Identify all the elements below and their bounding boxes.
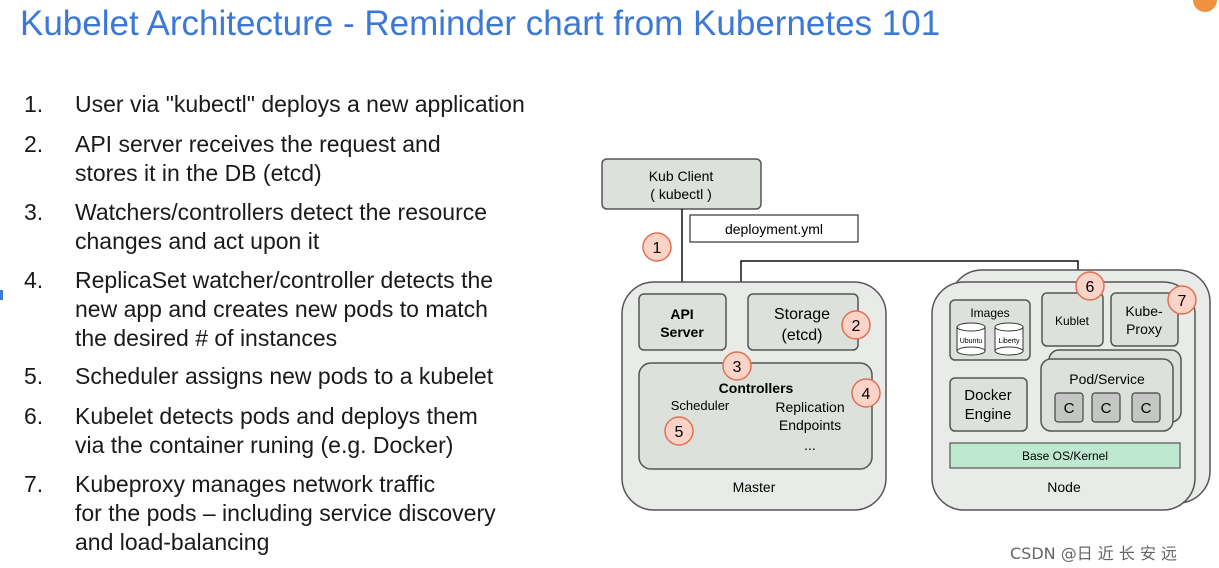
node-label: Node: [1047, 479, 1081, 495]
badge-label: 3: [733, 359, 742, 376]
kube-proxy-box: [1110, 292, 1179, 347]
step-text: for the pods – including service discove…: [75, 500, 496, 526]
node-panel: Images Ubuntu Liberty Kublet Kube- Proxy…: [931, 269, 1211, 511]
badge-label: 2: [852, 318, 861, 335]
watermark: CSDN @日 近 长 安 远: [1010, 544, 1178, 563]
replication-label: Replication: [775, 399, 844, 415]
images-label: Images: [970, 306, 1009, 320]
step-badge-2: 2: [841, 310, 871, 340]
step-number: 5.: [24, 363, 44, 389]
ubuntu-image-icon: Ubuntu: [956, 322, 986, 356]
master-label: Master: [733, 479, 776, 495]
step-number: 7.: [24, 471, 44, 497]
container-label: C: [1064, 400, 1075, 417]
step-text: new app and creates new pods to match: [75, 296, 488, 322]
step-badge-7: 7: [1167, 285, 1197, 315]
deployment-file-label: deployment.yml: [725, 221, 823, 237]
container-box: [1091, 392, 1121, 423]
step-text: changes and act upon it: [75, 228, 320, 254]
controllers-box: [638, 362, 873, 470]
badge-label: 1: [653, 240, 662, 257]
api-server-sublabel: Server: [660, 324, 704, 340]
edge-marker: [0, 290, 3, 300]
step-badge-6: 6: [1075, 271, 1105, 301]
step-text: API server receives the request and: [75, 131, 441, 157]
step-text: the desired # of instances: [75, 325, 338, 351]
step-text: Kubeproxy manages network traffic: [75, 471, 436, 497]
scheduler-label: Scheduler: [671, 398, 730, 413]
storage-label: Storage: [774, 306, 830, 323]
step-number: 3.: [24, 199, 44, 225]
docker-engine-label: Docker: [964, 387, 1012, 404]
deployment-file-box: deployment.yml: [689, 214, 859, 243]
api-server-label: API: [670, 306, 693, 322]
pod-service-label: Pod/Service: [1069, 371, 1145, 387]
base-os-box: [949, 442, 1181, 469]
step-number: 2.: [24, 131, 44, 157]
liberty-label: Liberty: [998, 338, 1020, 345]
step-badge-5: 5: [664, 416, 694, 446]
step-text: stores it in the DB (etcd): [75, 160, 322, 186]
step-text: via the container runing (e.g. Docker): [75, 432, 454, 458]
badge-label: 4: [862, 386, 871, 403]
step-text: Scheduler assigns new pods to a kubelet: [75, 363, 494, 389]
container-box: [1131, 392, 1161, 423]
container-box: [1054, 392, 1084, 423]
liberty-image-icon: Liberty: [994, 322, 1024, 356]
container-label: C: [1141, 400, 1152, 417]
container-label: C: [1101, 400, 1112, 417]
step-text: User via "kubectl" deploys a new applica…: [75, 91, 525, 117]
kub-client-box: Kub Client ( kubectl ): [601, 158, 762, 210]
step-number: 4.: [24, 267, 44, 293]
step-badge-1: 1: [642, 232, 672, 262]
kube-proxy-sublabel: Proxy: [1126, 321, 1162, 337]
step-text: Kubelet detects pods and deploys them: [75, 403, 478, 429]
kublet-label: Kublet: [1055, 314, 1090, 328]
ubuntu-label: Ubuntu: [960, 338, 983, 345]
kub-client-label: Kub Client: [649, 168, 714, 184]
badge-label: 5: [675, 424, 684, 441]
step-text: Watchers/controllers detect the resource: [75, 199, 488, 225]
step-text: ReplicaSet watcher/controller detects th…: [75, 267, 494, 293]
base-os-label: Base OS/Kernel: [1022, 449, 1108, 463]
storage-sublabel: (etcd): [782, 327, 823, 344]
master-panel: API Server Storage (etcd) Controllers Sc…: [621, 281, 887, 511]
docker-engine-box: [949, 377, 1028, 432]
endpoints-label: Endpoints: [779, 417, 841, 433]
page-title: Kubelet Architecture - Reminder chart fr…: [20, 4, 941, 43]
step-number: 6.: [24, 403, 44, 429]
step-number: 1.: [24, 91, 44, 117]
step-text: and load-balancing: [75, 529, 270, 555]
step-badge-4: 4: [851, 378, 881, 408]
kub-client-sublabel: ( kubectl ): [650, 186, 711, 202]
kube-proxy-label: Kube-: [1125, 303, 1163, 319]
badge-label: 6: [1086, 279, 1095, 296]
decorative-orange-dot: [1193, 0, 1217, 12]
docker-engine-sublabel: Engine: [965, 406, 1012, 423]
badge-label: 7: [1178, 293, 1187, 310]
api-server-box: [638, 293, 727, 351]
step-badge-3: 3: [722, 351, 752, 381]
controllers-label: Controllers: [719, 380, 794, 396]
ellipsis-label: ...: [804, 437, 816, 453]
kublet-box: [1041, 292, 1104, 347]
